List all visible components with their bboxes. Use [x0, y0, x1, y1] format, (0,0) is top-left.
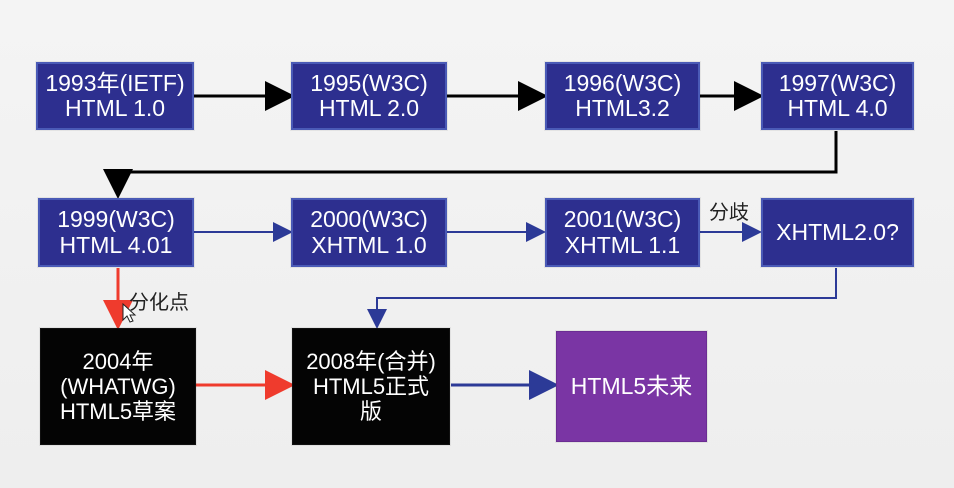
cursor-icon — [122, 302, 137, 323]
node-2008-line2: HTML5正式 — [312, 373, 430, 399]
node-2001-line2: XHTML 1.1 — [564, 231, 681, 258]
node-2000-line1: 2000(W3C) — [310, 206, 428, 233]
label-branch-point: 分化点 — [129, 292, 189, 314]
node-1996-line2: HTML3.2 — [575, 95, 670, 121]
node-1997-html-4-0: 1997(W3C) HTML 4.0 — [761, 62, 914, 130]
node-2004-line2: (WHATWG) — [60, 373, 176, 399]
node-html5-future: HTML5未来 — [556, 331, 707, 442]
node-2000-line2: XHTML 1.0 — [311, 231, 427, 258]
node-1999-line2: HTML 4.01 — [59, 231, 173, 258]
node-1995-html-2-0: 1995(W3C) HTML 2.0 — [291, 62, 447, 130]
node-1993-line1: 1993年(IETF) — [45, 69, 185, 96]
arrow-xhtml2-to-2008 — [367, 268, 837, 329]
node-2001-line1: 2001(W3C) — [563, 206, 682, 233]
node-1999-html-4-01: 1999(W3C) HTML 4.01 — [38, 198, 194, 267]
node-2004-line1: 2004年 — [82, 348, 154, 374]
node-1993-line2: HTML 1.0 — [64, 95, 166, 121]
label-divergence: 分歧 — [709, 202, 749, 224]
node-1997-line1: 1997(W3C) — [778, 69, 897, 96]
node-1993-html-1-0: 1993年(IETF) HTML 1.0 — [36, 62, 194, 130]
node-1997-line2: HTML 4.0 — [787, 95, 888, 121]
node-1995-line2: HTML 2.0 — [318, 95, 420, 121]
node-xhtml2-line1: XHTML2.0? — [776, 218, 899, 245]
node-2008-html5-official: 2008年(合并) HTML5正式 版 — [292, 328, 450, 445]
node-xhtml-2-0: XHTML2.0? — [761, 198, 914, 267]
node-2008-line1: 2008年(合并) — [306, 348, 436, 374]
node-2008-line3: 版 — [359, 399, 382, 425]
node-1999-line1: 1999(W3C) — [57, 206, 175, 233]
node-2004-line3: HTML5草案 — [59, 399, 177, 425]
node-1996-line1: 1996(W3C) — [563, 69, 682, 96]
node-1995-line1: 1995(W3C) — [310, 69, 428, 96]
node-future-line1: HTML5未来 — [570, 372, 693, 399]
arrow-1997-to-1999 — [103, 131, 838, 199]
node-2004-html5-draft: 2004年 (WHATWG) HTML5草案 — [40, 328, 196, 445]
node-1996-html-3-2: 1996(W3C) HTML3.2 — [545, 62, 700, 130]
node-2001-xhtml-1-1: 2001(W3C) XHTML 1.1 — [545, 198, 700, 267]
node-2000-xhtml-1-0: 2000(W3C) XHTML 1.0 — [291, 198, 447, 267]
